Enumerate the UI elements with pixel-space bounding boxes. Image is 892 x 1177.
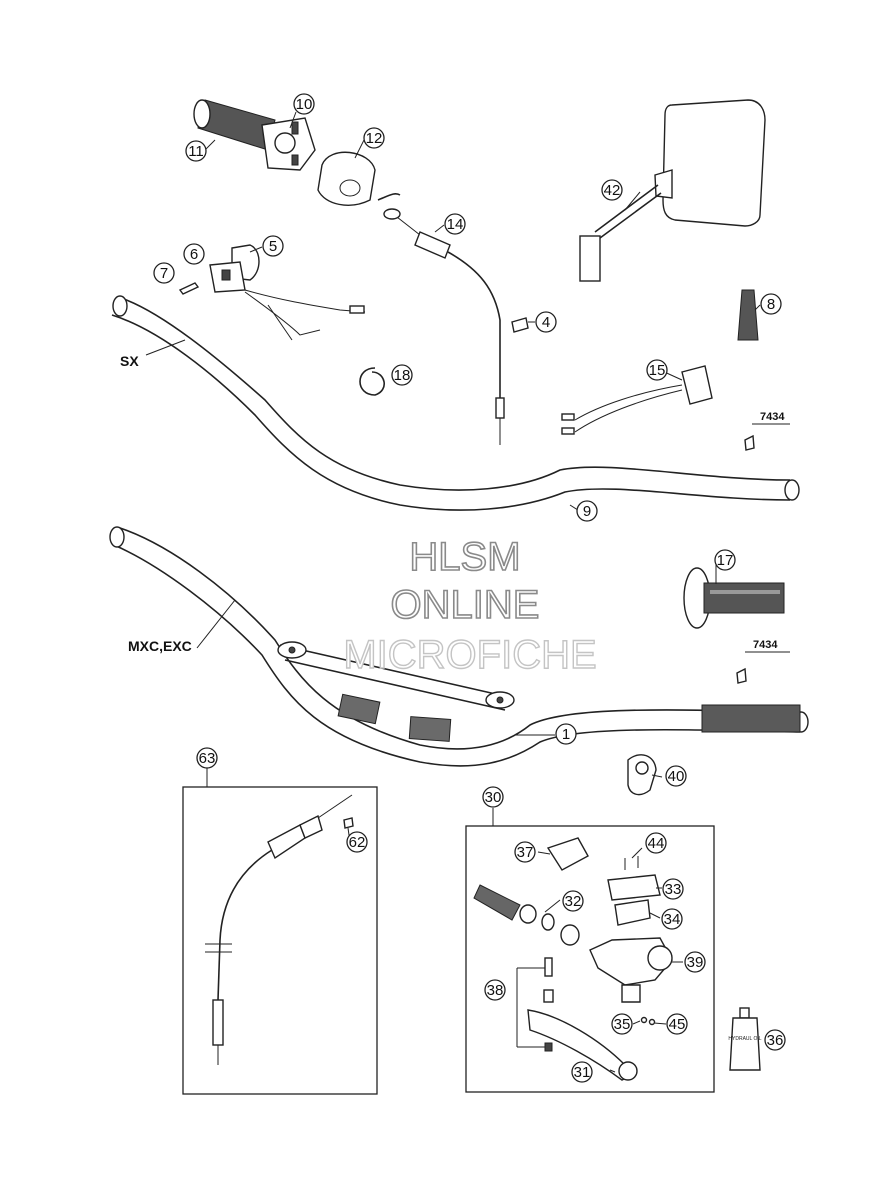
callout-10: 10 xyxy=(293,93,315,115)
note-7434-lower: 7434 xyxy=(753,639,778,651)
svg-text:15: 15 xyxy=(649,362,666,379)
svg-text:37: 37 xyxy=(517,844,534,861)
svg-text:18: 18 xyxy=(394,367,411,384)
callout-38: 38 xyxy=(484,979,506,1001)
throttle-housing xyxy=(261,117,316,171)
callout-12: 12 xyxy=(363,127,385,149)
callout-4: 4 xyxy=(535,311,557,333)
svg-text:11: 11 xyxy=(188,143,204,160)
callout-18: 18 xyxy=(391,364,413,386)
callout-7: 7 xyxy=(153,262,175,284)
oil-bottle: HYDRAUL OIL xyxy=(728,1007,762,1071)
callout-44: 44 xyxy=(645,832,667,854)
cap-nut xyxy=(511,317,529,333)
svg-text:12: 12 xyxy=(366,130,383,147)
stop-switch xyxy=(561,365,713,435)
throttle-cover xyxy=(317,151,401,206)
svg-text:14: 14 xyxy=(447,216,464,233)
svg-text:10: 10 xyxy=(296,96,313,113)
svg-text:40: 40 xyxy=(668,768,685,785)
callout-32: 32 xyxy=(562,890,584,912)
svg-text:34: 34 xyxy=(664,911,681,928)
callout-1: 1 xyxy=(555,723,577,745)
handlebar-sx xyxy=(111,295,800,511)
svg-text:42: 42 xyxy=(604,182,621,199)
callout-5: 5 xyxy=(262,235,284,257)
callout-36: 36 xyxy=(764,1029,786,1051)
svg-text:6: 6 xyxy=(190,246,198,263)
callout-39: 39 xyxy=(684,951,706,973)
variant-label-mxc-exc: MXC,EXC xyxy=(128,638,192,654)
callout-30: 30 xyxy=(482,786,504,808)
rubber-boot xyxy=(737,289,759,341)
insert-7434-lower xyxy=(736,651,790,684)
throttle-grip xyxy=(193,99,276,151)
watermark-line-1: HLSM xyxy=(409,535,520,579)
callout-62: 62 xyxy=(346,831,368,853)
callout-8: 8 xyxy=(760,293,782,315)
callout-45: 45 xyxy=(666,1013,688,1035)
callout-31: 31 xyxy=(571,1061,593,1083)
watermark-line-3: MICROFICHE xyxy=(343,633,596,677)
svg-text:31: 31 xyxy=(574,1064,591,1081)
svg-text:9: 9 xyxy=(583,503,591,520)
svg-text:32: 32 xyxy=(565,893,582,910)
watermark-line-2: ONLINE xyxy=(391,583,540,627)
svg-text:62: 62 xyxy=(349,834,366,851)
throttle-cable xyxy=(383,208,505,445)
mirror xyxy=(579,99,766,282)
callout-63: 63 xyxy=(196,747,218,769)
left-grip xyxy=(683,567,785,629)
callout-42: 42 xyxy=(601,179,623,201)
callout-15: 15 xyxy=(646,359,668,381)
box-master-cylinder xyxy=(465,808,715,1093)
svg-text:36: 36 xyxy=(767,1032,784,1049)
clamp xyxy=(627,754,657,796)
svg-text:17: 17 xyxy=(717,552,734,569)
callout-35: 35 xyxy=(611,1013,633,1035)
insert-7434-upper xyxy=(744,423,790,451)
kill-switch xyxy=(209,244,366,341)
svg-text:4: 4 xyxy=(542,314,550,331)
note-7434-upper: 7434 xyxy=(760,411,785,423)
svg-text:38: 38 xyxy=(487,982,504,999)
svg-text:1: 1 xyxy=(562,726,570,743)
callout-40: 40 xyxy=(665,765,687,787)
callout-34: 34 xyxy=(661,908,683,930)
callout-6: 6 xyxy=(183,243,205,265)
cable-tie xyxy=(359,367,385,396)
svg-text:39: 39 xyxy=(687,954,704,971)
screw xyxy=(178,282,200,295)
svg-text:45: 45 xyxy=(669,1016,686,1033)
callout-9: 9 xyxy=(576,500,598,522)
box-clutch-cable xyxy=(182,768,378,1095)
callout-37: 37 xyxy=(514,841,536,863)
svg-text:44: 44 xyxy=(648,835,665,852)
svg-text:30: 30 xyxy=(485,789,502,806)
callout-14: 14 xyxy=(444,213,466,235)
callout-17: 17 xyxy=(714,549,736,571)
svg-text:33: 33 xyxy=(665,881,682,898)
svg-text:7: 7 xyxy=(160,265,168,282)
bottle-label: HYDRAUL OIL xyxy=(728,1036,761,1042)
callout-11: 11 xyxy=(185,140,207,162)
svg-text:35: 35 xyxy=(614,1016,631,1033)
svg-text:8: 8 xyxy=(767,296,775,313)
svg-text:5: 5 xyxy=(269,238,277,255)
svg-text:63: 63 xyxy=(199,750,216,767)
handlebar-mxc-exc xyxy=(109,526,809,767)
callout-33: 33 xyxy=(662,878,684,900)
variant-label-sx: SX xyxy=(120,353,139,369)
